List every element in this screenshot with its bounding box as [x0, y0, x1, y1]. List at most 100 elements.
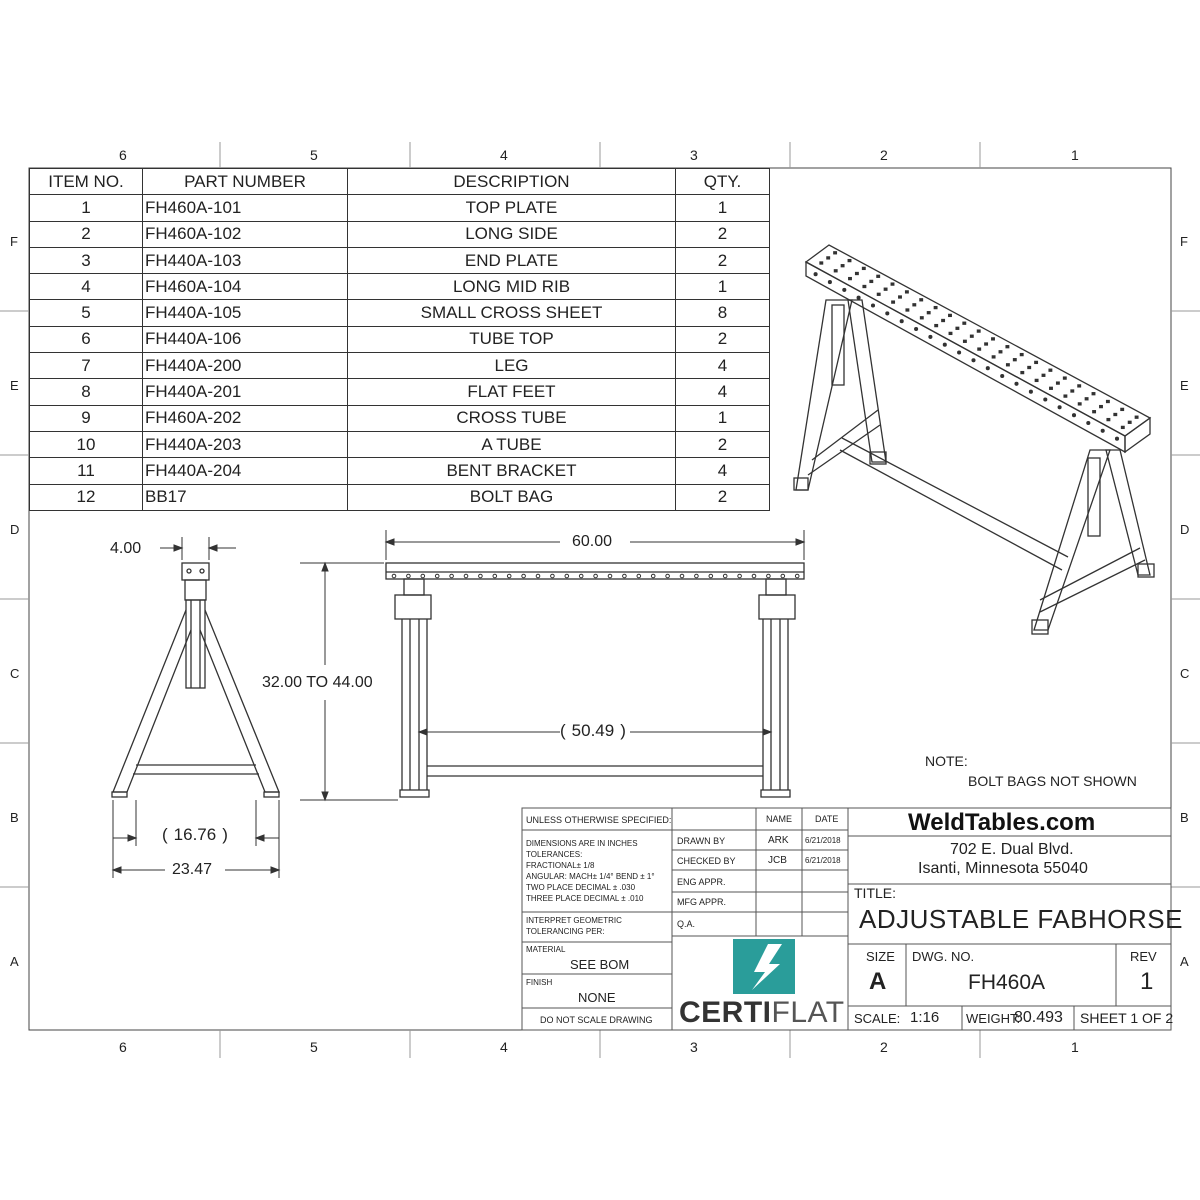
logo-certi: CERTI: [679, 996, 772, 1029]
iso-side-hole: [1100, 428, 1105, 433]
tb-dwg-header: DWG. NO.: [912, 949, 975, 964]
iso-top-hole: [1134, 415, 1139, 419]
iso-top-hole: [1120, 425, 1125, 430]
bom-cell-item: 4: [29, 273, 143, 301]
tb-no-scale: DO NOT SCALE DRAWING: [540, 1015, 653, 1025]
zone-bottom-1: 1: [1071, 1039, 1079, 1055]
iso-top-hole: [869, 279, 874, 284]
bom-cell-part: FH460A-104: [142, 273, 348, 301]
iso-side-hole: [1057, 405, 1062, 410]
iso-top-hole: [819, 261, 824, 265]
tb-dims-3: FRACTIONAL± 1/8: [526, 861, 595, 870]
iso-top-hole: [905, 308, 910, 312]
iso-top-hole: [876, 292, 881, 296]
note-title: NOTE:: [925, 753, 968, 769]
bom-cell-part: FH440A-203: [142, 430, 348, 459]
tb-finish: NONE: [578, 990, 616, 1005]
beam-hole: [535, 573, 541, 579]
iso-side-hole: [957, 350, 962, 355]
beam-hole: [506, 573, 512, 579]
bom-cell-desc: SMALL CROSS SHEET: [347, 299, 676, 327]
iso-top-hole: [1113, 412, 1118, 417]
tb-dims-6: THREE PLACE DECIMAL ± .010: [526, 894, 644, 903]
bom-cell-qty: 2: [675, 220, 770, 248]
iso-side-hole: [1114, 436, 1120, 441]
iso-top-hole: [948, 331, 953, 336]
bom-cell-part: FH440A-201: [142, 378, 348, 406]
side-view-dims: [300, 530, 806, 802]
iso-side-hole: [985, 366, 990, 371]
iso-top-hole: [969, 334, 974, 338]
bom-cell-item: 1: [29, 194, 143, 222]
iso-top-hole: [1034, 360, 1039, 365]
iso-top-hole: [1041, 373, 1046, 377]
iso-top-hole: [948, 313, 952, 318]
logo-flat: FLAT: [771, 996, 845, 1029]
beam-hole: [463, 573, 469, 579]
zone-bottom-5: 5: [310, 1039, 318, 1055]
iso-top-hole: [998, 350, 1003, 354]
iso-side-hole: [942, 342, 947, 347]
iso-side-hole: [971, 358, 976, 363]
iso-side-hole: [1000, 373, 1005, 379]
tb-name-header: NAME: [766, 814, 793, 824]
iso-top-hole: [919, 316, 924, 320]
bom-cell-part: BB17: [142, 483, 348, 511]
iso-side-hole: [842, 287, 847, 292]
iso-top-hole: [1019, 352, 1024, 357]
tb-drawn-name: ARK: [768, 835, 789, 846]
bom-cell-desc: BOLT BAG: [347, 483, 676, 511]
zone-right-d: D: [1180, 522, 1190, 537]
iso-top-hole: [1077, 402, 1082, 406]
iso-top-hole: [955, 326, 960, 330]
beam-hole: [478, 573, 483, 579]
zone-left-e: E: [10, 378, 19, 393]
bom-cell-part: FH440A-103: [142, 246, 348, 275]
tb-finish-header: FINISH: [526, 978, 553, 987]
iso-top-hole: [991, 355, 996, 359]
zone-right-c: C: [1180, 666, 1190, 681]
iso-top-hole: [854, 271, 859, 276]
iso-side-hole: [885, 311, 890, 316]
iso-top-hole: [883, 287, 888, 291]
tb-size: A: [869, 968, 887, 995]
beam-hole: [751, 573, 757, 579]
bom-header-desc: DESCRIPTION: [347, 167, 676, 196]
zone-right-a: A: [1180, 954, 1189, 969]
iso-top-hole: [891, 300, 896, 304]
iso-top-hole: [1005, 345, 1010, 349]
tb-weight: 80.493: [1014, 1009, 1063, 1026]
bom-cell-item: 8: [29, 378, 143, 406]
beam-hole: [679, 573, 685, 579]
iso-top-hole: [833, 269, 838, 273]
certiflat-logo-text: CERTIFLAT: [679, 998, 845, 1028]
end-view-dims: [111, 537, 281, 878]
iso-top-hole: [962, 321, 967, 325]
beam-hole: [420, 573, 426, 579]
iso-top-hole: [941, 318, 946, 323]
beam-hole: [578, 573, 584, 579]
zone-left-a: A: [10, 954, 19, 969]
dim-inner-span: (50.49): [560, 721, 626, 740]
zone-top-3: 3: [690, 147, 698, 163]
iso-top-hole: [1062, 376, 1067, 380]
tb-checked-date: 6/21/2018: [805, 856, 841, 865]
tb-drawn-date: 6/21/2018: [805, 836, 841, 845]
tb-title-header: TITLE:: [854, 885, 897, 901]
bom-cell-qty: 4: [675, 457, 770, 485]
bom-cell-item: 12: [29, 483, 143, 511]
zone-bottom-3: 3: [690, 1039, 698, 1055]
bom-cell-qty: 1: [675, 273, 770, 301]
iso-top-hole: [934, 323, 939, 328]
beam-hole: [492, 573, 498, 579]
tb-interp-1: INTERPRET GEOMETRIC: [526, 916, 622, 925]
iso-side-hole: [1014, 381, 1019, 386]
iso-top-hole: [826, 256, 831, 260]
tb-dims-1: DIMENSIONS ARE IN INCHES: [526, 839, 638, 848]
